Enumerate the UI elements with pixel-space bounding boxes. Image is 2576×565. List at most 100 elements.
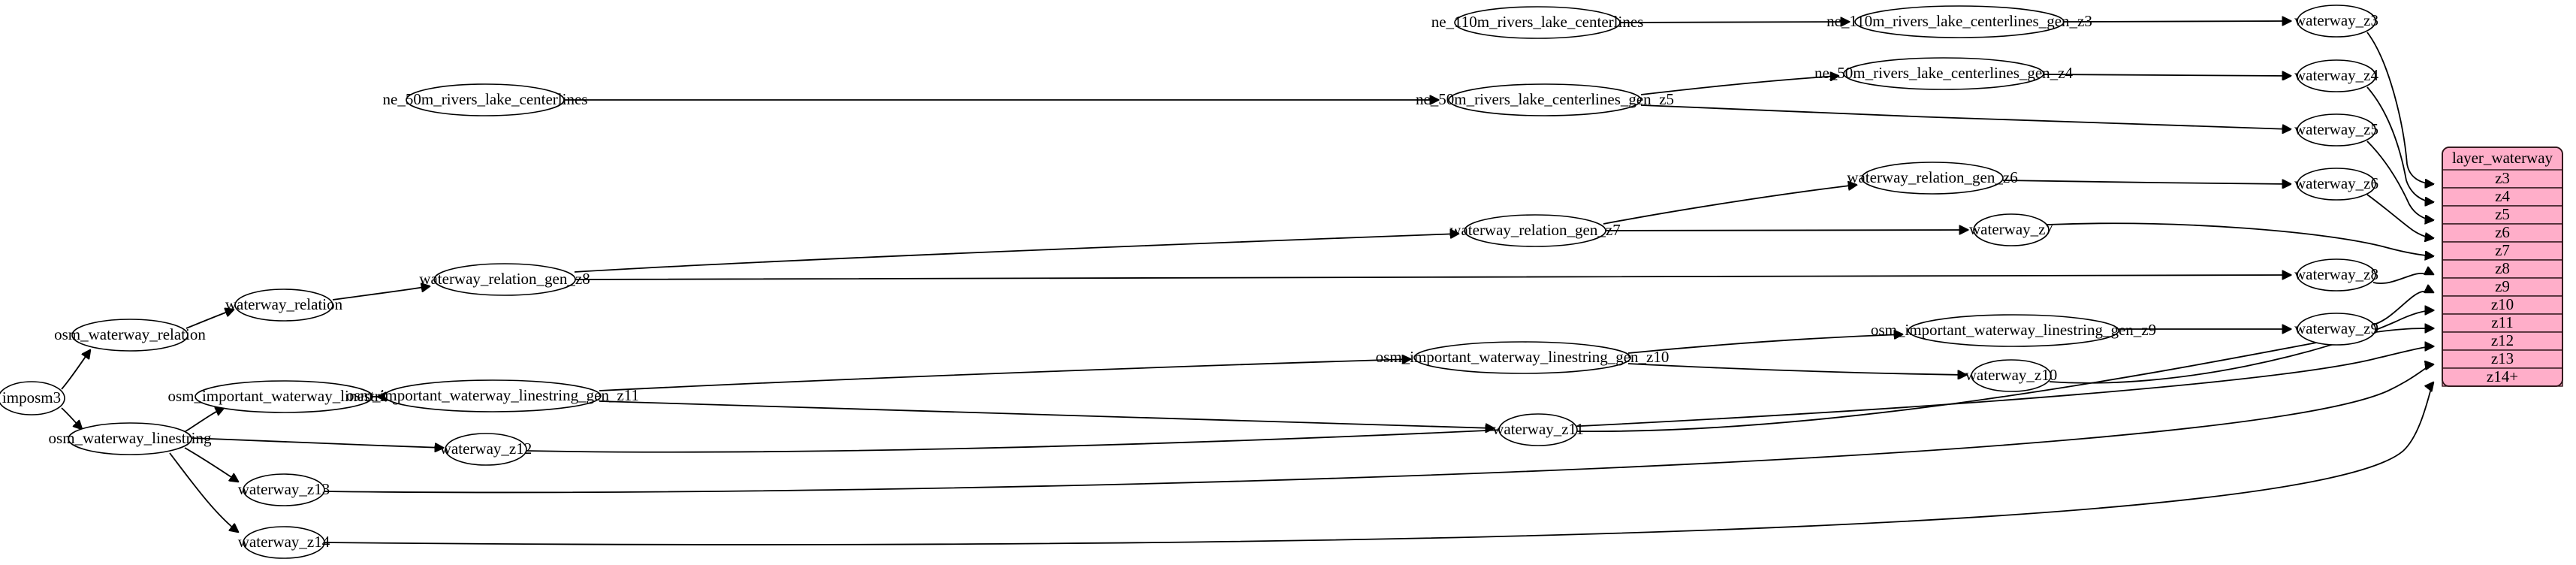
node-label: osm_waterway_linestring xyxy=(49,429,212,447)
table-row-z6[interactable]: z6 xyxy=(2442,223,2563,243)
edges-layer xyxy=(61,21,2433,545)
node-label: waterway_z13 xyxy=(238,480,330,498)
table-row-label: z5 xyxy=(2495,205,2510,223)
table-border xyxy=(2442,147,2563,387)
node-ellipse xyxy=(1464,214,1606,247)
graph-node-osm_important_waterway_linestring[interactable]: osm_important_waterway_linestring xyxy=(167,380,400,413)
table-cell-bg xyxy=(2442,367,2563,387)
nodes-layer: imposm3 osm_waterway_relation osm_waterway… xyxy=(0,5,2378,559)
edge-osm_important_waterway_linestring_gen_z10-to-waterway_z10 xyxy=(1627,363,1966,375)
graph-node-waterway_z11[interactable]: waterway_z11 xyxy=(1492,413,1584,446)
edge-waterway_relation_gen_z8-to-waterway_z8 xyxy=(575,275,2291,280)
graph-node-osm_waterway_linestring[interactable]: osm_waterway_linestring xyxy=(49,422,212,455)
node-label: waterway_z6 xyxy=(2294,174,2378,192)
table-row-label: z3 xyxy=(2495,169,2510,187)
edge-waterway_z4-to-table_z4 xyxy=(2366,86,2433,202)
graph-node-waterway_z3[interactable]: waterway_z3 xyxy=(2294,5,2378,38)
table-row-label: z7 xyxy=(2495,241,2510,259)
node-ellipse xyxy=(445,433,527,466)
graph-node-waterway_relation_gen_z6[interactable]: waterway_relation_gen_z6 xyxy=(1847,162,2018,195)
table-row-z13[interactable]: z13 xyxy=(2442,349,2563,369)
graph-node-waterway_z10[interactable]: waterway_z10 xyxy=(1965,359,2057,392)
edge-ne_110m_rivers_lake_centerlines_gen_z3-to-waterway_z3 xyxy=(2063,21,2291,22)
edge-waterway_z9-to-table_z9 xyxy=(2372,292,2433,325)
graph-node-ne_110m_rivers_lake_centerlines_gen_z3[interactable]: ne_110m_rivers_lake_centerlines_gen_z3 xyxy=(1826,5,2092,38)
table-row-label: z12 xyxy=(2491,331,2514,349)
edge-ne_50m_rivers_lake_centerlines_gen_z5-to-waterway_z5 xyxy=(1640,104,2291,129)
node-ellipse xyxy=(433,263,576,296)
node-ellipse xyxy=(0,381,65,415)
node-label: waterway_z7 xyxy=(1969,220,2053,238)
graph-node-waterway_z9[interactable]: waterway_z9 xyxy=(2294,313,2378,346)
node-label: osm_waterway_relation xyxy=(54,325,206,343)
graph-node-waterway_relation_gen_z8[interactable]: waterway_relation_gen_z8 xyxy=(419,263,590,296)
graph-node-waterway_z8[interactable]: waterway_z8 xyxy=(2294,258,2378,292)
node-label: waterway_relation_gen_z7 xyxy=(1449,221,1620,239)
table-row-z7[interactable]: z7 xyxy=(2442,241,2563,261)
table-row-z4[interactable]: z4 xyxy=(2442,187,2563,207)
edge-ne_50m_rivers_lake_centerlines_gen_z4-to-waterway_z4 xyxy=(2043,74,2291,76)
node-ellipse xyxy=(1413,341,1631,374)
graph-node-osm_waterway_relation[interactable]: osm_waterway_relation xyxy=(54,319,206,352)
layer-waterway-table: layer_waterway z3z4z5z6z7z8z9z10z11z12z13… xyxy=(2442,147,2563,387)
graph-node-waterway_z14[interactable]: waterway_z14 xyxy=(238,526,330,559)
graph-node-waterway_relation_gen_z7[interactable]: waterway_relation_gen_z7 xyxy=(1449,214,1621,247)
graph-node-waterway_z4[interactable]: waterway_z4 xyxy=(2294,59,2378,92)
graph-node-waterway_z12[interactable]: waterway_z12 xyxy=(440,433,532,466)
node-label: waterway_z9 xyxy=(2294,319,2378,337)
table-row-z12[interactable]: z12 xyxy=(2442,331,2563,351)
table-row-label: z11 xyxy=(2491,313,2514,331)
graph-node-waterway_z7[interactable]: waterway_z7 xyxy=(1969,213,2053,246)
edge-ne_110m_rivers_lake_centerlines-to-ne_110m_rivers_lake_centerlines_gen_z3 xyxy=(1619,22,1849,23)
table-row-label: z4 xyxy=(2495,187,2510,205)
node-label: waterway_relation_gen_z8 xyxy=(419,270,590,288)
graph-node-osm_important_waterway_linestring_gen_z10[interactable]: osm_important_waterway_linestring_gen_z1… xyxy=(1376,341,1670,374)
edge-osm_waterway_linestring-to-waterway_z14 xyxy=(169,452,238,532)
graph-node-waterway_z5[interactable]: waterway_z5 xyxy=(2294,113,2378,147)
node-label: osm_important_waterway_linestring_gen_z1… xyxy=(346,386,639,404)
graph-node-ne_50m_rivers_lake_centerlines_gen_z5[interactable]: ne_50m_rivers_lake_centerlines_gen_z5 xyxy=(1416,83,1674,116)
node-ellipse xyxy=(71,319,189,352)
node-ellipse xyxy=(1498,413,1578,446)
table-row-label: z14+ xyxy=(2487,367,2518,385)
table-title-row: layer_waterway xyxy=(2452,149,2553,167)
table-row-z3[interactable]: z3 xyxy=(2442,169,2563,189)
node-ellipse xyxy=(68,422,192,455)
edge-ne_50m_rivers_lake_centerlines_gen_z5-to-ne_50m_rivers_lake_centerlines_gen_z4 xyxy=(1640,76,1838,95)
graph-node-waterway_relation[interactable]: waterway_relation xyxy=(225,289,343,322)
graph-node-waterway_z6[interactable]: waterway_z6 xyxy=(2294,168,2378,201)
table-row-z10[interactable]: z10 xyxy=(2442,295,2563,315)
graph-node-ne_50m_rivers_lake_centerlines[interactable]: ne_50m_rivers_lake_centerlines xyxy=(383,83,588,116)
node-label: waterway_z14 xyxy=(238,533,330,551)
node-ellipse xyxy=(406,83,565,116)
node-ellipse xyxy=(2297,258,2376,292)
edge-waterway_z7-to-table_z7 xyxy=(2047,222,2433,256)
edge-waterway_z8-to-table_z8 xyxy=(2372,273,2433,285)
edge-waterway_z3-to-table_z3 xyxy=(2366,32,2433,184)
node-label: waterway_z11 xyxy=(1492,420,1584,438)
edge-waterway_z10-to-table_z10 xyxy=(2049,310,2433,384)
table-row-label: z10 xyxy=(2491,295,2514,313)
graph-node-imposm3[interactable]: imposm3 xyxy=(0,381,65,415)
edge-waterway_z13-to-table_z13 xyxy=(324,364,2433,494)
edge-waterway_z5-to-table_z5 xyxy=(2366,140,2433,220)
table-row-label: z8 xyxy=(2495,259,2510,277)
graph-node-ne_50m_rivers_lake_centerlines_gen_z4[interactable]: ne_50m_rivers_lake_centerlines_gen_z4 xyxy=(1814,57,2074,90)
table-row-z14plus[interactable]: z14+ xyxy=(2442,367,2563,387)
table-row-label: z13 xyxy=(2491,349,2514,367)
graph-node-ne_110m_rivers_lake_centerlines[interactable]: ne_110m_rivers_lake_centerlines xyxy=(1431,6,1644,39)
table-row-z9[interactable]: z9 xyxy=(2442,277,2563,297)
edge-osm_waterway_relation-to-waterway_relation xyxy=(186,310,234,329)
node-label: waterway_z12 xyxy=(440,440,532,458)
node-label: ne_50m_rivers_lake_centerlines xyxy=(383,90,588,108)
node-label: waterway_z3 xyxy=(2294,11,2378,29)
table-row-z8[interactable]: z8 xyxy=(2442,259,2563,279)
graph-node-waterway_z13[interactable]: waterway_z13 xyxy=(238,473,330,506)
table-title: layer_waterway xyxy=(2452,149,2553,167)
graph-node-osm_important_waterway_linestring_gen_z9[interactable]: osm_important_waterway_linestring_gen_z9 xyxy=(1871,314,2156,347)
table-row-z5[interactable]: z5 xyxy=(2442,205,2563,225)
edge-waterway_z12-to-table_z12 xyxy=(526,346,2433,453)
graph-node-osm_important_waterway_linestring_gen_z11[interactable]: osm_important_waterway_linestring_gen_z1… xyxy=(346,379,639,412)
table-row-z11[interactable]: z11 xyxy=(2442,313,2563,333)
